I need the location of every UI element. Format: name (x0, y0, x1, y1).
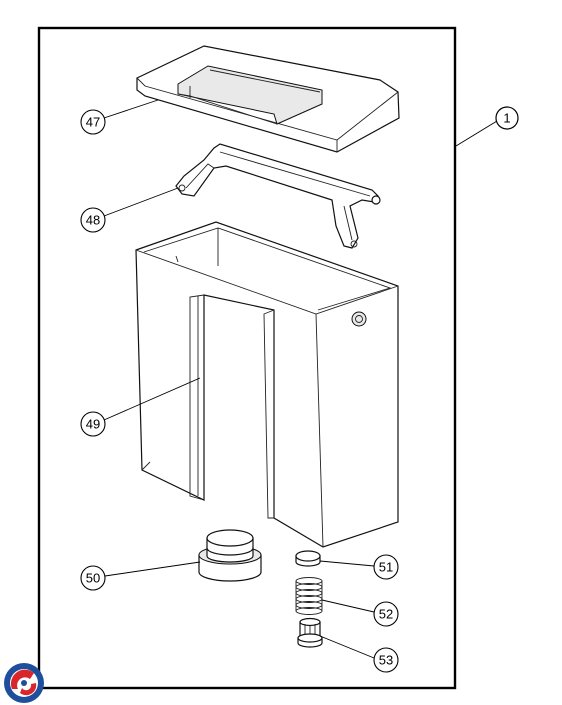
callout-47[interactable]: 47 (80, 99, 159, 135)
callout-1[interactable]: 1 (455, 106, 519, 147)
part-49-tank[interactable] (135, 221, 399, 548)
part-47-lid[interactable] (136, 45, 400, 153)
callout-48[interactable]: 48 (80, 187, 179, 233)
part-48-handle[interactable] (175, 143, 381, 249)
callout-51[interactable]: 51 (319, 554, 399, 580)
callout-1-label: 1 (503, 111, 510, 126)
part-50-float[interactable] (198, 529, 262, 582)
part-52-spring[interactable] (295, 577, 323, 615)
assembly-frame (37, 26, 457, 690)
callout-53-label: 53 (379, 653, 393, 668)
callout-49[interactable]: 49 (80, 377, 201, 437)
brand-swirl-logo-icon (4, 663, 44, 703)
part-53-filter[interactable] (297, 617, 323, 648)
part-51-valve-cap[interactable] (295, 550, 321, 567)
callout-50[interactable]: 50 (80, 561, 201, 591)
callout-51-label: 51 (379, 560, 393, 575)
callout-50-label: 50 (86, 571, 100, 586)
callout-53[interactable]: 53 (319, 635, 399, 673)
callout-52-label: 52 (379, 607, 393, 622)
callout-52[interactable]: 52 (321, 599, 399, 627)
callout-47-label: 47 (86, 115, 100, 130)
callout-49-label: 49 (86, 417, 100, 432)
callout-48-label: 48 (86, 213, 100, 228)
